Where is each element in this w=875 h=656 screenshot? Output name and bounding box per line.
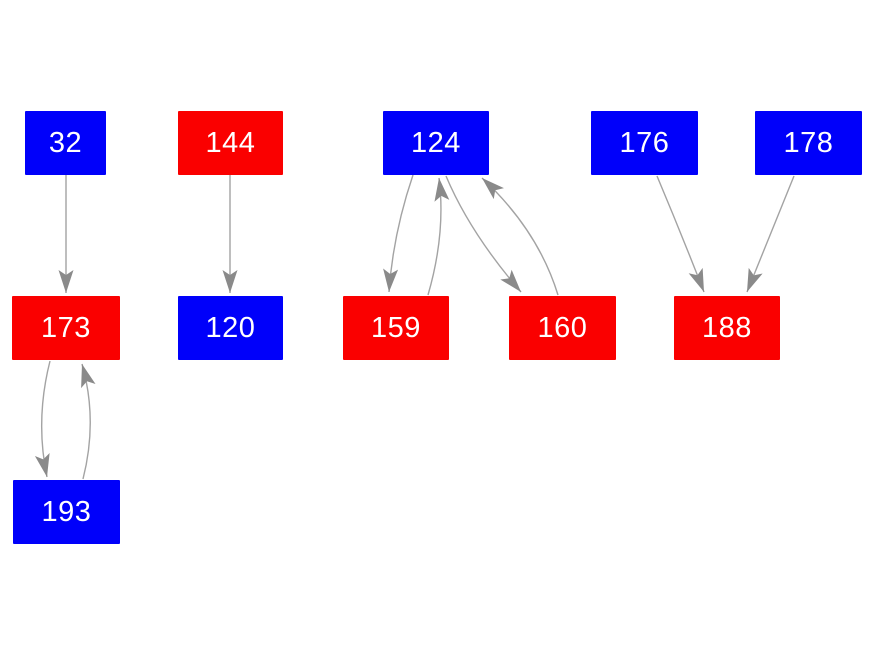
node-label: 124: [411, 126, 461, 159]
node-label: 188: [702, 311, 752, 344]
edge-173-to-193: [34, 360, 51, 478]
node-176[interactable]: 176: [591, 111, 698, 175]
node-label: 193: [41, 495, 92, 528]
edge-178-to-188: [746, 175, 795, 293]
node-144[interactable]: 144: [178, 111, 283, 175]
edge-124-to-159: [383, 174, 414, 293]
node-124[interactable]: 124: [383, 111, 489, 175]
node-160[interactable]: 160: [509, 296, 616, 360]
node-188[interactable]: 188: [674, 296, 780, 360]
node-label: 159: [371, 311, 421, 344]
edge-160-to-124: [481, 177, 559, 296]
node-label: 160: [537, 311, 588, 344]
edge-124-to-160: [445, 175, 522, 293]
node-32[interactable]: 32: [25, 111, 106, 175]
node-label: 120: [205, 311, 256, 344]
edge-193-to-173: [81, 363, 96, 480]
node-label: 32: [48, 126, 83, 159]
node-label: 144: [205, 126, 256, 159]
node-193[interactable]: 193: [13, 480, 120, 544]
edge-159-to-124: [427, 177, 450, 296]
edge-176-to-188: [656, 175, 705, 293]
node-label: 173: [41, 311, 91, 344]
node-120[interactable]: 120: [178, 296, 283, 360]
node-label: 176: [619, 126, 670, 159]
node-159[interactable]: 159: [343, 296, 449, 360]
node-label: 178: [783, 126, 834, 159]
node-178[interactable]: 178: [755, 111, 862, 175]
node-173[interactable]: 173: [12, 296, 120, 360]
